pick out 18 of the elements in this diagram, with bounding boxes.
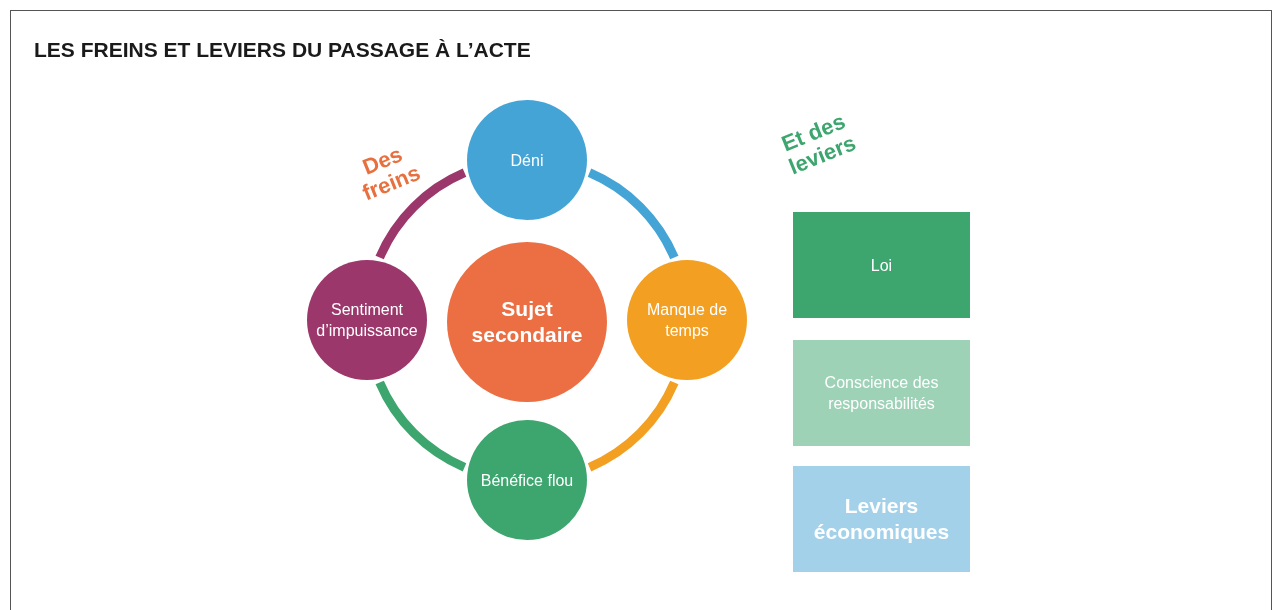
node-label: Sentiment d’impuissance (315, 300, 419, 341)
title: LES FREINS ET LEVIERS DU PASSAGE À L’ACTE (34, 37, 531, 63)
lever-box (793, 212, 970, 318)
node-label: Manque de temps (645, 300, 729, 341)
node-label: Sujet secondaire (470, 296, 584, 348)
ring-arc-connector (587, 168, 679, 260)
node-label: Bénéfice flou (480, 470, 574, 491)
section-label: Et des leviers (777, 107, 861, 182)
ring-arc-connector (375, 168, 467, 260)
ring-arc-connector (587, 380, 679, 472)
ring-arc-connector (375, 380, 467, 472)
lever-box (793, 466, 970, 572)
section-label: Des freins (357, 140, 425, 208)
node-label: Déni (510, 150, 544, 171)
lever-box (793, 340, 970, 446)
node-label: Loi (870, 255, 893, 276)
node-label: Leviers économiques (812, 493, 951, 545)
node-label: Conscience des responsabilités (823, 373, 940, 414)
